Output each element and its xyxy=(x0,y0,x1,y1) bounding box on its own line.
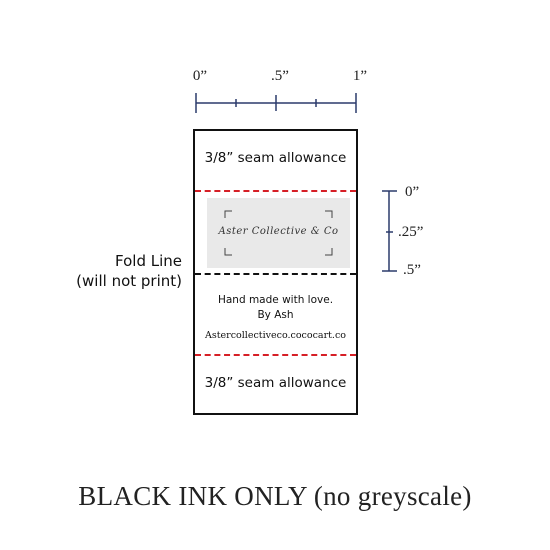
top-ruler-label-0: 0” xyxy=(192,68,208,84)
side-ruler-label-quarter: .25” xyxy=(398,224,424,240)
seam-line-bottom xyxy=(195,354,356,356)
seam-allowance-bottom: 3/8” seam allowance xyxy=(204,375,347,391)
logo-placeholder: Aster Collective & Co xyxy=(207,198,350,268)
seam-allowance-top: 3/8” seam allowance xyxy=(204,150,347,166)
fold-line-title: Fold Line xyxy=(115,252,182,270)
handmade-text: Hand made with love. xyxy=(217,294,334,306)
seam-line-top xyxy=(195,190,356,192)
fold-line xyxy=(195,273,356,275)
logo-corner-marks xyxy=(224,210,333,256)
by-ash-text: By Ash xyxy=(257,309,294,321)
top-ruler-label-half: .5” xyxy=(271,68,289,84)
print-instruction: BLACK INK ONLY (no greyscale) xyxy=(78,481,472,511)
side-ruler xyxy=(382,190,397,272)
top-ruler xyxy=(195,93,357,113)
website-text: Astercollectiveco.cococart.co xyxy=(205,330,346,341)
fold-line-label: Fold Line (will not print) xyxy=(76,251,182,291)
logo-text: Aster Collective & Co xyxy=(218,226,339,237)
label-outline: 3/8” seam allowance Aster Collective & C… xyxy=(193,129,358,415)
top-ruler-label-1: 1” xyxy=(352,68,368,84)
side-ruler-label-0: 0” xyxy=(405,184,420,200)
fold-line-note: (will not print) xyxy=(76,272,182,290)
side-ruler-label-half: .5” xyxy=(403,262,421,278)
